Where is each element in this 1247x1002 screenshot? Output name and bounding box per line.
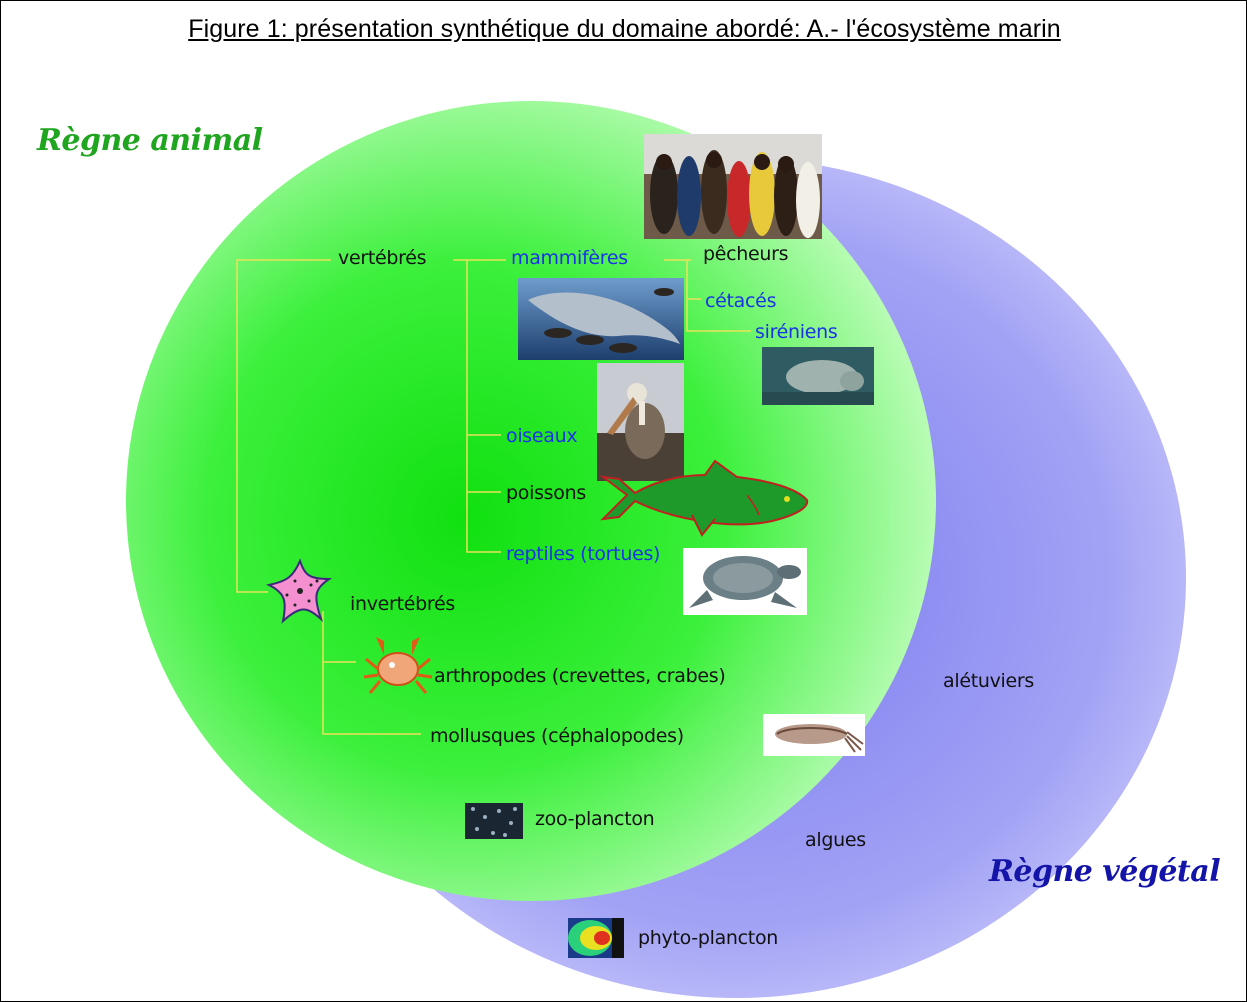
label-pecheurs: pêcheurs [703, 243, 789, 265]
zooplankton-photo [465, 803, 523, 839]
animal-circle [126, 101, 936, 901]
label-oiseaux: oiseaux [506, 425, 578, 447]
animal-kingdom-heading: Règne animal [37, 123, 263, 158]
fishermen-photo [644, 134, 822, 239]
pelican-photo [597, 363, 684, 481]
label-invertebres: invertébrés [350, 593, 455, 615]
label-arthropodes: arthropodes (crevettes, crabes) [434, 665, 726, 687]
label-mollusques: mollusques (céphalopodes) [430, 725, 684, 747]
label-vertebres: vertébrés [338, 247, 427, 269]
crab-drawing [362, 629, 434, 699]
starfish-drawing [265, 557, 335, 627]
label-reptiles: reptiles (tortues) [506, 543, 661, 565]
manatee-photo [762, 347, 874, 405]
label-mammiferes: mammifères [511, 247, 628, 269]
label-zooplancton: zoo-plancton [535, 808, 655, 830]
cuttlefish-photo [763, 714, 865, 756]
phytoplankton-image [568, 918, 624, 958]
turtle-photo [683, 548, 807, 615]
vegetal-kingdom-heading: Règne végétal [989, 854, 1221, 889]
fish-drawing [597, 455, 812, 540]
label-sireniens: siréniens [755, 321, 838, 343]
label-aletuviers: alétuviers [943, 670, 1035, 692]
label-phytoplancton: phyto-plancton [638, 927, 779, 949]
taxonomy-tree-lines [236, 259, 751, 735]
label-poissons: poissons [506, 482, 586, 504]
label-algues: algues [805, 829, 866, 851]
figure-title: Figure 1: présentation synthétique du do… [188, 15, 1061, 43]
label-cetaces: cétacés [705, 290, 777, 312]
whale-photo [518, 278, 684, 360]
